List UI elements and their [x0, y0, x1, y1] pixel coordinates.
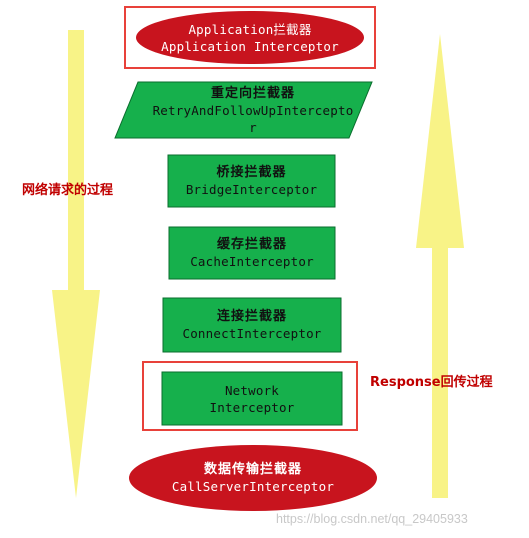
application-node-en: Application Interceptor — [161, 39, 339, 54]
callserver-node-en: CallServerInterceptor — [171, 479, 335, 494]
bridge-node-cn: 桥接拦截器 — [216, 165, 287, 180]
network-highlight-frame — [142, 361, 358, 431]
retry-node-en-line1: RetryAndFollowUpIntercepto — [152, 102, 354, 118]
network-node-line2: Interceptor — [209, 399, 295, 415]
retry-node: 重定向拦截器 RetryAndFollowUpIntercepto r — [125, 82, 381, 138]
callserver-node-shape — [129, 445, 377, 511]
cache-node-shape — [168, 226, 336, 280]
network-node: Network Interceptor — [162, 372, 342, 425]
application-node-shape — [136, 11, 364, 64]
bridge-node-shape — [167, 154, 336, 208]
connect-node-cn: 连接拦截器 — [216, 309, 287, 324]
cache-node-cn: 缓存拦截器 — [216, 237, 287, 252]
request-process-label: 网络请求的过程 — [22, 183, 114, 198]
network-node-shape — [161, 371, 343, 426]
watermark: https://blog.csdn.net/qq_29405933 — [276, 512, 468, 526]
retry-node-shape — [114, 81, 373, 139]
bridge-node: 桥接拦截器 BridgeInterceptor — [168, 155, 335, 207]
retry-node-cn: 重定向拦截器 — [210, 85, 295, 101]
connect-node-shape — [162, 297, 342, 353]
callserver-node-cn: 数据传输拦截器 — [203, 462, 302, 477]
connect-node-en: ConnectInterceptor — [182, 326, 322, 341]
callserver-node: 数据传输拦截器 CallServerInterceptor — [136, 452, 370, 504]
cache-node-en: CacheInterceptor — [190, 254, 314, 269]
retry-node-en-line2: r — [249, 119, 257, 135]
response-process-label: Response回传过程 — [370, 375, 493, 390]
cache-node: 缓存拦截器 CacheInterceptor — [169, 227, 335, 279]
request-arrow — [52, 30, 100, 498]
application-highlight-frame — [124, 6, 376, 69]
application-node: Application拦截器 Application Interceptor — [136, 12, 364, 64]
application-node-cn: Application拦截器 — [188, 22, 312, 37]
network-node-line1: Network — [224, 382, 280, 398]
bridge-node-en: BridgeInterceptor — [185, 182, 318, 197]
connect-node: 连接拦截器 ConnectInterceptor — [163, 298, 341, 352]
response-arrow — [416, 34, 464, 498]
